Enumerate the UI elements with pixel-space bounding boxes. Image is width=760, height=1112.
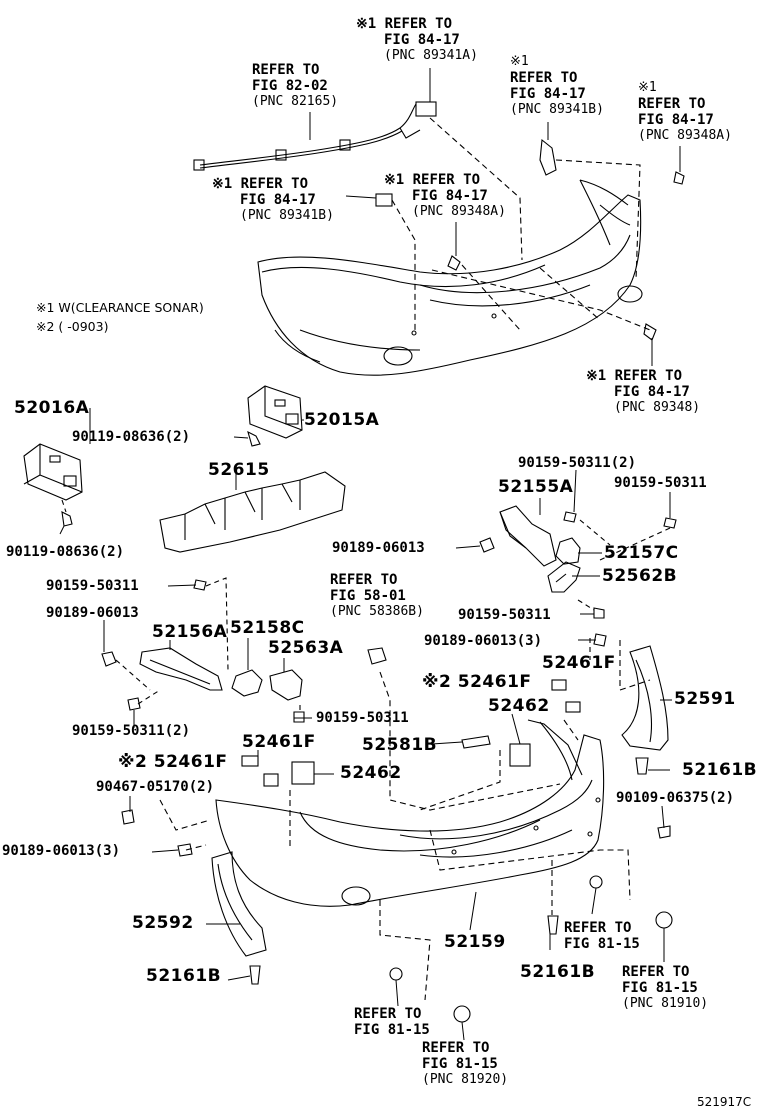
part-52158C[interactable]: 52158C (230, 618, 305, 638)
spacer-52462a (509, 743, 531, 767)
bolt-90467 (121, 809, 135, 825)
part-90467-05170[interactable]: 90467-05170(2) (96, 779, 215, 795)
part-52461F-a[interactable]: 52461F (542, 653, 616, 673)
part-52155A[interactable]: 52155A (498, 477, 574, 497)
bolt-90159b (593, 607, 605, 619)
clip-52161B-b (547, 915, 559, 935)
grommet-c (389, 967, 403, 981)
bolt-90159-2a (563, 511, 577, 523)
clip-58386B (367, 647, 387, 665)
clip-90189a (479, 537, 495, 553)
part-90109-06375[interactable]: 90109-06375(2) (616, 790, 735, 806)
part-90189-06013-b[interactable]: 90189-06013 (46, 605, 139, 621)
part-52461F-d[interactable]: ※2 52461F (118, 752, 228, 772)
ref-fig-82-02[interactable]: REFER TO FIG 82-02 (PNC 82165) (252, 62, 339, 109)
clip-90189b (101, 651, 117, 667)
pad-52461F-b (551, 679, 567, 691)
grommet-d (453, 1005, 471, 1023)
part-90159-50311-a[interactable]: 90159-50311 (614, 475, 707, 491)
retainer-52157C (555, 537, 581, 565)
bolt-90159d (293, 711, 305, 723)
grommet-a (589, 875, 603, 889)
part-52462-b[interactable]: 52462 (340, 763, 402, 783)
part-90189-06013-a[interactable]: 90189-06013 (332, 540, 425, 556)
absorber-52615 (159, 471, 346, 553)
leader-lines (59, 68, 681, 1041)
retainer-52158C (231, 669, 263, 697)
part-90159-50311-c[interactable]: 90159-50311 (46, 578, 139, 594)
clip-90189-3a (593, 633, 607, 647)
part-52563A[interactable]: 52563A (268, 638, 344, 658)
part-90159-50311-2b[interactable]: 90159-50311(2) (72, 723, 191, 739)
upper-bumper (257, 179, 643, 376)
ref-fig-81-15-81910[interactable]: REFER TO FIG 81-15 (PNC 81910) (622, 964, 709, 1011)
note-date-range: ※2 ( -0903) (36, 319, 109, 334)
part-90159-50311-d[interactable]: 90159-50311 (316, 710, 409, 726)
lower-bumper (215, 719, 605, 907)
part-52461F-b[interactable]: ※2 52461F (422, 672, 532, 692)
bolt-90119a (247, 430, 261, 447)
part-52591[interactable]: 52591 (674, 689, 736, 709)
bolt-90159-2b (127, 697, 141, 711)
part-90119-08636-a[interactable]: 90119-08636(2) (72, 429, 191, 445)
bracket-52016A (23, 443, 83, 501)
bolt-90109 (657, 825, 671, 839)
part-90119-08636-b[interactable]: 90119-08636(2) (6, 544, 125, 560)
leader-dashes-bottom (159, 640, 651, 1001)
part-52157C[interactable]: 52157C (604, 543, 679, 563)
bracket-52155A (499, 505, 557, 567)
cover-52581B (461, 735, 491, 749)
part-90189-06013-3b[interactable]: 90189-06013(3) (2, 843, 121, 859)
ref-fig-84-17-89348A-mid[interactable]: ※1 REFER TO FIG 84-17 (PNC 89348A) (384, 172, 506, 219)
part-52016A[interactable]: 52016A (14, 398, 90, 418)
bolt-90119b (61, 511, 73, 527)
part-90159-50311-b[interactable]: 90159-50311 (458, 607, 551, 623)
note-clearance-sonar: ※1 W(CLEARANCE SONAR) (36, 300, 204, 315)
pad-52461F-d (241, 755, 259, 767)
support-52562B (547, 561, 581, 593)
part-52159[interactable]: 52159 (444, 932, 506, 952)
part-52161B-c[interactable]: 52161B (146, 966, 222, 986)
part-52461F-c[interactable]: 52461F (242, 732, 316, 752)
pad-52461F-a (565, 701, 581, 713)
clip-52161B-c (249, 965, 261, 985)
part-90159-50311-2a[interactable]: 90159-50311(2) (518, 455, 637, 471)
part-52161B-b[interactable]: 52161B (520, 962, 596, 982)
ref-fig-84-17-89348[interactable]: ※1 REFER TO FIG 84-17 (PNC 89348) (586, 368, 701, 415)
ref-fig-84-17-89341B-mid[interactable]: ※1 REFER TO FIG 84-17 (PNC 89341B) (212, 176, 334, 223)
grommet-b (655, 911, 673, 929)
part-52581B[interactable]: 52581B (362, 735, 438, 755)
protector-52591 (621, 645, 669, 751)
part-52156A[interactable]: 52156A (152, 622, 228, 642)
catalog-id: 521917C (697, 1095, 752, 1109)
support-52563A (269, 669, 303, 701)
ref-fig-84-17-89348A-top[interactable]: ※1 REFER TO FIG 84-17 (PNC 89348A) (638, 80, 732, 143)
leader-dashes-top (391, 117, 651, 333)
pad-52461F-c (263, 773, 279, 787)
part-52462-a[interactable]: 52462 (488, 696, 550, 716)
clip-52161B-a (635, 757, 649, 775)
clip-90189-3b (177, 843, 193, 857)
protector-52592 (211, 851, 267, 957)
ref-fig-58-01[interactable]: REFER TO FIG 58-01 (PNC 58386B) (330, 572, 424, 619)
part-52562B[interactable]: 52562B (602, 566, 678, 586)
bracket-52015A (247, 385, 303, 439)
ref-fig-84-17-89341A[interactable]: ※1 REFER TO FIG 84-17 (PNC 89341A) (356, 16, 478, 63)
bracket-52156A (139, 647, 223, 691)
spacer-52462b (291, 761, 315, 785)
part-90189-06013-3a[interactable]: 90189-06013(3) (424, 633, 543, 649)
bolt-90159a (663, 517, 677, 529)
part-52615[interactable]: 52615 (208, 460, 270, 480)
wire-harness (193, 101, 685, 341)
ref-fig-81-15-a[interactable]: REFER TO FIG 81-15 (564, 920, 640, 952)
part-52592[interactable]: 52592 (132, 913, 194, 933)
ref-fig-81-15-81920[interactable]: REFER TO FIG 81-15 (PNC 81920) (422, 1040, 509, 1087)
part-52015A[interactable]: 52015A (304, 410, 380, 430)
ref-fig-81-15-c[interactable]: REFER TO FIG 81-15 (354, 1006, 430, 1038)
part-52161B-a[interactable]: 52161B (682, 760, 758, 780)
ref-fig-84-17-89341B-top[interactable]: ※1 REFER TO FIG 84-17 (PNC 89341B) (510, 54, 604, 117)
